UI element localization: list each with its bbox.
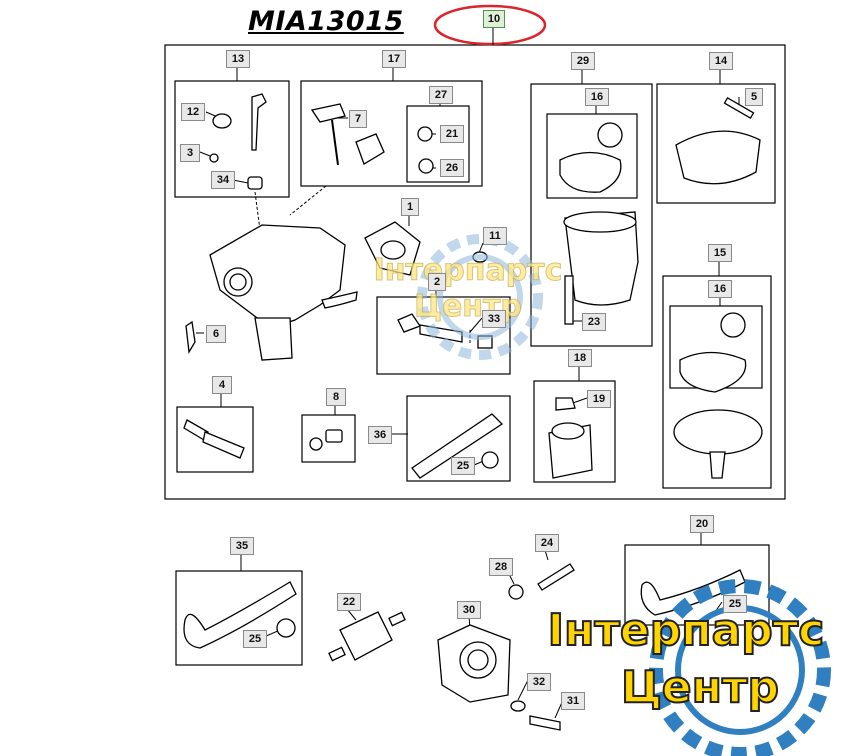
callout-11[interactable]: 11 — [483, 227, 507, 245]
group-box-13 — [174, 80, 290, 198]
group-box-29 — [530, 83, 653, 347]
callout-22[interactable]: 22 — [337, 593, 361, 611]
callout-14[interactable]: 14 — [709, 52, 733, 70]
part-19-nut — [555, 397, 576, 411]
part-17-linkage — [310, 103, 346, 123]
callout-15[interactable]: 15 — [708, 244, 732, 262]
callout-4[interactable]: 4 — [212, 376, 232, 394]
group-box-2 — [376, 296, 511, 375]
highlight-ellipse — [433, 4, 547, 46]
callout-25c[interactable]: 25 — [723, 595, 747, 613]
callout-27[interactable]: 27 — [429, 86, 453, 104]
callout-7[interactable]: 7 — [349, 110, 367, 128]
callout-21[interactable]: 21 — [440, 125, 464, 143]
part-26-cap — [418, 158, 434, 174]
part-31-screw — [529, 715, 561, 731]
part-14-intake — [675, 130, 761, 185]
part-36-hose — [411, 413, 504, 479]
group-box-35 — [175, 570, 303, 666]
part-4-screw — [202, 431, 245, 459]
callout-13[interactable]: 13 — [226, 50, 250, 68]
part-25b-clamp — [276, 618, 296, 638]
callout-12[interactable]: 12 — [181, 103, 205, 121]
part-21-spring — [417, 126, 433, 142]
callout-32[interactable]: 32 — [527, 673, 551, 691]
callout-18[interactable]: 18 — [568, 349, 592, 367]
part-12-washer — [212, 113, 232, 129]
watermark-gear-center — [417, 234, 543, 360]
part-13-needle — [251, 93, 267, 151]
callout-3[interactable]: 3 — [180, 144, 200, 162]
part-16-gasket — [559, 151, 622, 193]
callout-2[interactable]: 2 — [428, 273, 446, 291]
part-20-hose — [640, 569, 746, 616]
part-32-washer — [510, 700, 526, 712]
part-16b-oring — [720, 312, 746, 338]
callout-34[interactable]: 34 — [211, 171, 235, 189]
callout-8[interactable]: 8 — [326, 388, 346, 406]
part-3-screw — [209, 153, 219, 163]
part-16-oring — [597, 122, 623, 148]
callout-36[interactable]: 36 — [368, 426, 392, 444]
watermark-text-line2: Центр — [621, 662, 779, 713]
part-29-bowl — [564, 211, 639, 306]
part-6-jet — [185, 320, 196, 354]
callout-1[interactable]: 1 — [401, 198, 419, 216]
group-box-36 — [406, 395, 511, 482]
carburetor-body — [209, 224, 346, 326]
part-5-pin — [723, 97, 755, 119]
watermark-text-line1: Інтерпартс — [548, 605, 825, 656]
group-box-16a — [546, 113, 638, 199]
callout-16a[interactable]: 16 — [585, 88, 609, 106]
callout-25a[interactable]: 25 — [451, 457, 475, 475]
callout-25b[interactable]: 25 — [243, 630, 267, 648]
part-34-bushing — [247, 176, 263, 190]
callout-19[interactable]: 19 — [587, 390, 611, 408]
diagram-title: MIA13015 — [248, 6, 404, 37]
callout-17[interactable]: 17 — [382, 50, 406, 68]
group-box-8 — [301, 414, 356, 463]
group-box-18 — [533, 380, 616, 483]
callout-26[interactable]: 26 — [440, 159, 464, 177]
group-box-14 — [656, 83, 776, 204]
group-box-17 — [300, 80, 483, 187]
part-24-valve — [537, 563, 575, 591]
callout-33[interactable]: 33 — [482, 310, 506, 328]
part-28-fitting — [508, 584, 524, 600]
callout-6[interactable]: 6 — [206, 325, 226, 343]
part-8-washer — [309, 437, 323, 451]
callout-20[interactable]: 20 — [690, 515, 714, 533]
callout-35[interactable]: 35 — [230, 537, 254, 555]
callout-29[interactable]: 29 — [571, 52, 595, 70]
part-15-plate — [673, 409, 763, 455]
callout-23[interactable]: 23 — [582, 313, 606, 331]
part-8-screw — [325, 429, 343, 443]
callout-16b[interactable]: 16 — [708, 280, 732, 298]
callout-5[interactable]: 5 — [745, 88, 763, 106]
callout-28[interactable]: 28 — [489, 558, 513, 576]
group-box-15 — [662, 275, 772, 489]
watermark-text-center-line1: Інтерпартс — [374, 253, 563, 288]
part-25a-clamp — [481, 451, 499, 469]
part-35-hose — [183, 581, 297, 649]
group-box-27 — [406, 105, 470, 183]
callout-31[interactable]: 31 — [561, 692, 585, 710]
part-22-filter — [339, 611, 393, 661]
carburetor-bowl-stem — [254, 317, 293, 361]
callout-24[interactable]: 24 — [535, 534, 559, 552]
group-box-4 — [176, 406, 254, 473]
callout-30[interactable]: 30 — [457, 601, 481, 619]
part-7-gasket — [355, 133, 385, 165]
main-assembly-frame — [164, 44, 786, 500]
callout-10[interactable]: 10 — [483, 10, 505, 28]
part-23-bolt — [564, 275, 574, 325]
part-16b-gasket — [679, 351, 747, 393]
